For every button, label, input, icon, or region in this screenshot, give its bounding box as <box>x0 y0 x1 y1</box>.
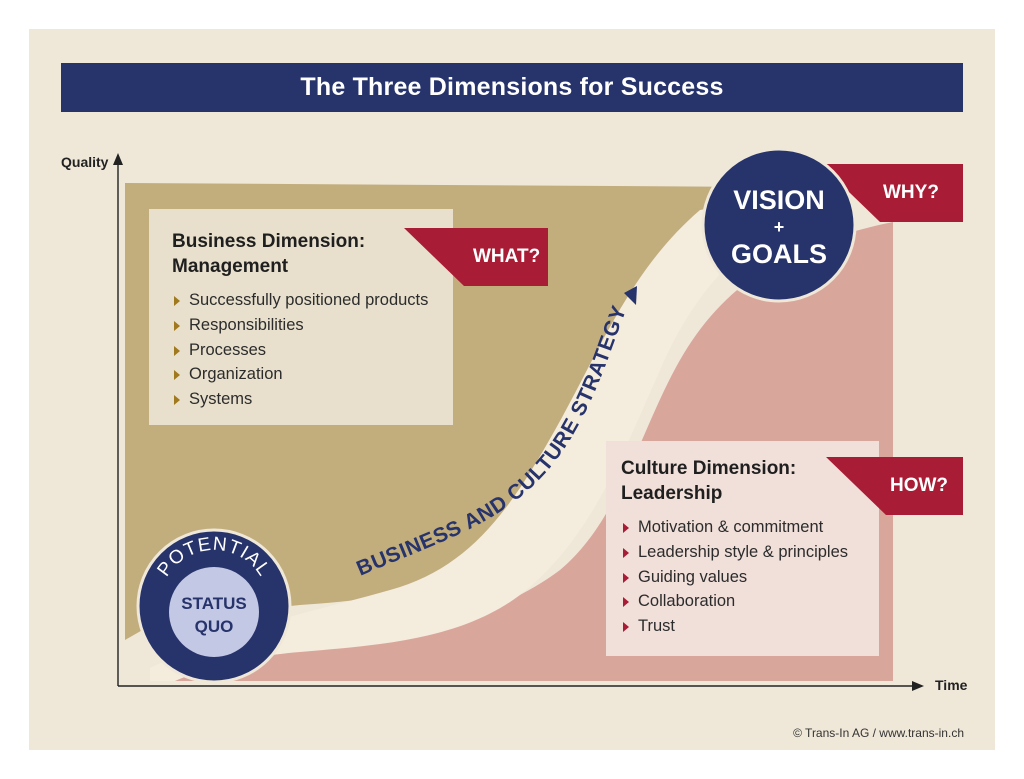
status-quo-circle <box>169 567 259 657</box>
what-flag-label: WHAT? <box>473 246 541 267</box>
copyright-text: © Trans-In AG / www.trans-in.ch <box>793 726 964 740</box>
x-axis-arrow-icon <box>912 681 924 691</box>
axes <box>113 153 924 691</box>
how-flag-label: HOW? <box>890 475 949 496</box>
bullet-triangle-icon <box>174 320 180 331</box>
y-axis-label: Quality <box>61 154 109 170</box>
vision-plus: + <box>774 217 785 237</box>
strategy-arrow-icon <box>624 286 637 305</box>
business-item-text: Successfully positioned products <box>189 291 429 309</box>
culture-heading-line2: Leadership <box>621 483 723 504</box>
culture-item-text: Leadership style & principles <box>638 542 849 561</box>
culture-panel: Culture Dimension: Leadership Motivation… <box>621 456 848 639</box>
business-item-text: Systems <box>189 390 253 409</box>
culture-item-text: Trust <box>638 617 675 636</box>
culture-list: Motivation & commitment Leadership style… <box>621 515 848 639</box>
vision-circle <box>701 147 857 303</box>
culture-list-item: Leadership style & principles <box>621 540 848 565</box>
strategy-band <box>150 198 780 681</box>
title-bar: The Three Dimensions for Success <box>61 63 963 112</box>
business-panel-box <box>149 209 453 425</box>
culture-list-item: Guiding values <box>621 565 848 590</box>
page-title: The Three Dimensions for Success <box>300 73 724 101</box>
why-flag-icon <box>820 164 963 222</box>
business-list: Successfully positioned products Respons… <box>172 288 428 412</box>
business-item-text: Responsibilities <box>189 315 304 334</box>
how-flag-icon <box>826 457 963 515</box>
bullet-triangle-icon <box>174 370 180 381</box>
business-item-text: Organization <box>189 365 283 384</box>
culture-heading: Culture Dimension: Leadership <box>621 456 848 506</box>
business-list-item: Processes <box>172 338 428 363</box>
business-list-item: Organization <box>172 362 428 387</box>
x-axis-label: Time <box>935 677 968 693</box>
what-flag-icon <box>404 228 548 286</box>
business-list-item: Responsibilities <box>172 313 428 338</box>
culture-item-text: Collaboration <box>638 592 736 611</box>
culture-panel-box <box>606 441 879 656</box>
bullet-triangle-icon <box>623 622 629 633</box>
bullet-triangle-icon <box>174 395 180 406</box>
business-item-text: Processes <box>189 340 267 359</box>
business-list-item: Successfully positioned products <box>172 288 428 313</box>
bullet-triangle-icon <box>174 296 180 306</box>
bullet-triangle-icon <box>623 572 629 583</box>
bullet-triangle-icon <box>174 345 180 356</box>
culture-item-text: Motivation & commitment <box>638 518 824 536</box>
why-flag-label: WHY? <box>883 182 939 203</box>
vision-line1: VISION <box>733 185 825 215</box>
business-heading-line1: Business Dimension: <box>172 231 366 252</box>
bullet-triangle-icon <box>623 523 629 533</box>
business-panel: Business Dimension: Management Successfu… <box>172 229 428 412</box>
business-heading-line2: Management <box>172 256 289 277</box>
status-quo-line1: STATUS <box>181 594 246 613</box>
business-heading: Business Dimension: Management <box>172 229 428 279</box>
vision-line2: GOALS <box>731 239 827 269</box>
culture-list-item: Motivation & commitment <box>621 515 848 540</box>
status-quo-line2: QUO <box>195 617 234 636</box>
y-axis-arrow-icon <box>113 153 123 165</box>
bullet-triangle-icon <box>623 547 629 558</box>
culture-item-text: Guiding values <box>638 567 748 586</box>
culture-heading-line1: Culture Dimension: <box>621 458 797 479</box>
business-list-item: Systems <box>172 387 428 412</box>
bullet-triangle-icon <box>623 597 629 608</box>
culture-list-item: Trust <box>621 614 848 639</box>
culture-list-item: Collaboration <box>621 589 848 614</box>
